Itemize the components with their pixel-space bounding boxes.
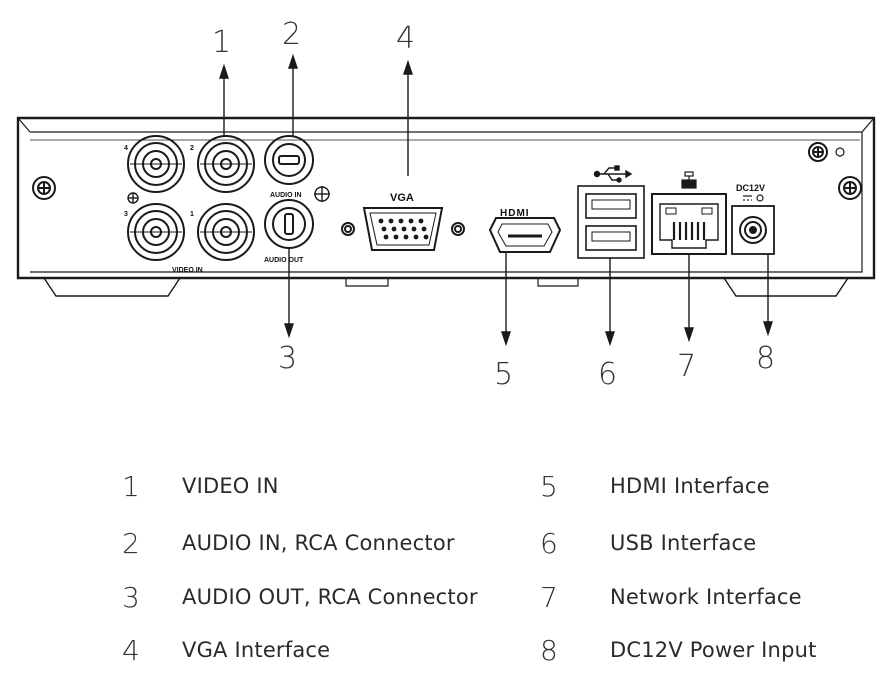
bnc-connector-3 <box>127 203 185 261</box>
legend-number: 3 <box>122 580 140 614</box>
usb-ports <box>577 165 645 259</box>
ground-symbol-audio <box>314 186 330 202</box>
dc-symbol-icon <box>743 194 764 202</box>
audio-in-connector <box>264 135 314 185</box>
screw-right <box>838 176 862 200</box>
legend-label: AUDIO OUT, RCA Connector <box>182 585 478 609</box>
video-in-label: VIDEO IN <box>172 267 203 274</box>
network-icon <box>681 171 697 189</box>
audio-out-label: AUDIO OUT <box>264 257 304 264</box>
legend-row-6: 6 USB Interface <box>540 525 756 561</box>
network-port <box>651 171 727 255</box>
callout-number-6: 6 <box>598 357 617 392</box>
callout-number-8: 8 <box>756 341 775 376</box>
legend-label: AUDIO IN, RCA Connector <box>182 531 455 555</box>
chassis-outline <box>16 116 876 297</box>
callout-arrows <box>219 53 773 347</box>
legend-number: 7 <box>540 580 558 614</box>
legend-number: 1 <box>122 469 140 503</box>
callout-number-5: 5 <box>494 357 513 392</box>
video-in-connectors <box>127 135 255 261</box>
vga-port <box>341 207 465 251</box>
callout-number-7: 7 <box>677 349 696 384</box>
legend-number: 5 <box>540 469 558 503</box>
bnc-label-4: 4 <box>124 145 128 152</box>
legend-label: USB Interface <box>610 531 757 555</box>
bnc-label-3: 3 <box>124 211 128 218</box>
legend-number: 2 <box>122 526 140 560</box>
usb-icon <box>593 165 633 183</box>
vga-label: VGA <box>390 192 414 204</box>
hdmi-label: HDMI <box>500 208 530 219</box>
legend-label: HDMI Interface <box>610 474 770 498</box>
callout-number-2: 2 <box>282 17 301 52</box>
bnc-label-1: 1 <box>190 211 194 218</box>
dc12v-label: DC12V <box>736 183 765 193</box>
audio-in-label: AUDIO IN <box>270 192 302 199</box>
callout-number-3: 3 <box>278 341 297 376</box>
screw-left <box>32 176 56 200</box>
bnc-connector-1 <box>197 203 255 261</box>
legend-row-2: 2 AUDIO IN, RCA Connector <box>122 525 455 561</box>
legend-row-8: 8 DC12V Power Input <box>540 632 817 668</box>
legend-row-3: 3 AUDIO OUT, RCA Connector <box>122 579 478 615</box>
legend-number: 4 <box>122 633 140 667</box>
rear-panel-diagram: 4 2 3 1 VIDEO IN AUDIO IN AUDIO OUT VGA … <box>16 17 876 392</box>
callout-number-1: 1 <box>212 25 231 60</box>
legend-row-5: 5 HDMI Interface <box>540 468 770 504</box>
legend-row-7: 7 Network Interface <box>540 579 802 615</box>
audio-out-connector <box>264 199 314 249</box>
legend-number: 6 <box>540 526 558 560</box>
ground-screw <box>808 142 845 162</box>
bnc-label-2: 2 <box>190 145 194 152</box>
callout-number-4: 4 <box>396 21 415 56</box>
bnc-connector-2 <box>197 135 255 193</box>
legend-label: VIDEO IN <box>182 474 279 498</box>
hdmi-port <box>488 217 562 253</box>
legend-label: VGA Interface <box>182 638 331 662</box>
legend-row-4: 4 VGA Interface <box>122 632 330 668</box>
legend-label: DC12V Power Input <box>610 638 817 662</box>
legend-label: Network Interface <box>610 585 802 609</box>
legend-row-1: 1 VIDEO IN <box>122 468 279 504</box>
legend-number: 8 <box>540 633 558 667</box>
dc-power-port <box>731 194 775 255</box>
ground-symbol-left <box>127 192 139 204</box>
bnc-connector-4 <box>127 135 185 193</box>
